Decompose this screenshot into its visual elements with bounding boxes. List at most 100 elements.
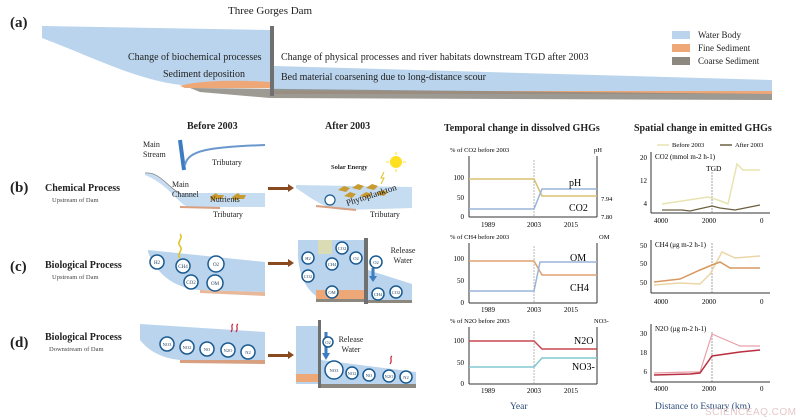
svg-text:7.94: 7.94 [601, 196, 613, 203]
svg-text:O2: O2 [373, 260, 379, 265]
panel-label-c: (c) [10, 259, 27, 275]
svg-text:NO: NO [204, 347, 211, 352]
svg-text:250: 250 [640, 242, 648, 250]
node-o2 [207, 255, 225, 273]
after-diagram-d: O2 NO3 NO2 NO N2O N2 [296, 320, 416, 388]
svg-text:4: 4 [644, 200, 648, 208]
svg-text:2000: 2000 [702, 385, 717, 392]
svg-text:After 2003: After 2003 [735, 142, 763, 149]
legend: Water Body Fine Sediment Coarse Sediment [672, 28, 759, 67]
panel-label-d: (d) [10, 335, 29, 351]
header-temporal: Temporal change in dissolved GHGs [444, 123, 600, 134]
svg-text:6: 6 [644, 368, 648, 376]
before-diagram-c: H2 CH4 O2 CO2 OM [148, 233, 265, 296]
svg-text:CH4: CH4 [570, 283, 589, 294]
svg-text:2015: 2015 [564, 387, 579, 393]
after-diagram-c: H2 CH4 CO2 CO2 O2 OM O2 CH4 CO2 [298, 238, 412, 304]
arrow-b [268, 187, 290, 190]
svg-text:2015: 2015 [564, 306, 579, 313]
svg-text:NO3: NO3 [163, 342, 172, 347]
chart-spatial-co2: CO2 (mmol m-2 h-1) 20 12 4 TGD 4000 2000… [640, 152, 770, 225]
svg-text:0: 0 [760, 385, 764, 392]
process-title-d: Biological Process [45, 332, 122, 343]
svg-text:4000: 4000 [654, 385, 669, 392]
label-tributary-bottom: Tributary [213, 210, 243, 219]
svg-text:50: 50 [457, 359, 465, 367]
dam-label: Three Gorges Dam [228, 5, 313, 17]
svg-text:CO2: CO2 [338, 246, 347, 251]
svg-text:OM: OM [599, 234, 610, 241]
chart-temporal-n2o: % of N2O before 2003 NO3- 0 50 100 N2O N… [450, 318, 609, 393]
legend-item-fine-sediment: Fine Sediment [672, 41, 759, 54]
label-nutrients: Nutrients [210, 195, 240, 204]
svg-text:150: 150 [640, 260, 648, 268]
svg-text:100: 100 [454, 174, 465, 182]
svg-text:2000: 2000 [702, 217, 717, 225]
coarse-sediment-swatch [672, 56, 690, 65]
svg-text:2003: 2003 [527, 387, 542, 393]
after-diagram-b [296, 152, 412, 211]
panel-label-b: (b) [10, 180, 29, 196]
svg-text:18: 18 [640, 349, 648, 357]
svg-text:100: 100 [454, 337, 465, 345]
svg-text:2000: 2000 [702, 298, 717, 306]
svg-text:30: 30 [640, 330, 648, 338]
svg-text:NO2: NO2 [183, 345, 192, 350]
svg-text:N2O: N2O [385, 374, 394, 379]
svg-text:NO3-: NO3- [572, 362, 595, 373]
water-swatch [672, 30, 690, 39]
svg-text:50: 50 [457, 277, 465, 285]
svg-text:20: 20 [640, 154, 648, 162]
svg-text:OM: OM [328, 290, 335, 295]
svg-text:pH: pH [569, 178, 581, 189]
process-subtitle-c: Upstream of Dam [52, 274, 99, 281]
chart-temporal-co2: % of CO2 before 2003 pH 0 50 100 7.94 7.… [450, 147, 613, 228]
co2-node [324, 194, 336, 206]
svg-text:NO: NO [366, 373, 373, 378]
svg-text:OM: OM [211, 282, 220, 287]
svg-text:% of N2O before 2003: % of N2O before 2003 [450, 318, 510, 325]
process-title-c: Biological Process [45, 260, 122, 271]
spatial-legend: Before 2003 After 2003 [657, 142, 763, 149]
dam-wall [270, 26, 274, 96]
svg-text:CO2: CO2 [569, 203, 588, 214]
svg-text:50: 50 [457, 194, 465, 202]
arrow-d [268, 354, 290, 357]
arrow-head-d [288, 351, 294, 359]
svg-text:0: 0 [461, 213, 465, 221]
before-diagram-d: NO3 NO2 NO N2O N2 [140, 323, 265, 364]
label-release-water-c: Release Water [390, 246, 416, 265]
svg-text:NO3: NO3 [330, 368, 339, 373]
downstream-text-1: Change of physical processes and river h… [281, 52, 589, 63]
svg-text:N2O: N2O [574, 336, 593, 347]
svg-text:CH4: CH4 [328, 262, 337, 267]
before-diagram-b [144, 139, 266, 209]
svg-text:100: 100 [454, 255, 465, 263]
svg-text:1989: 1989 [481, 387, 496, 393]
node-co2 [183, 274, 199, 290]
temporal-x-axis-title: Year [510, 402, 528, 412]
node-h2 [149, 254, 165, 270]
label-solar-energy: Solar Energy [331, 164, 368, 171]
svg-text:2003: 2003 [527, 221, 542, 228]
node-ch4 [175, 258, 191, 274]
svg-text:CH4: CH4 [374, 292, 383, 297]
spatial-x-axis-title: Distance to Estuary (km) [655, 402, 751, 412]
chart-spatial-n2o: N2O (μg m-2 h-1) 30 18 6 4000 2000 0 [640, 324, 770, 392]
svg-text:1989: 1989 [481, 306, 496, 313]
svg-text:0: 0 [760, 298, 764, 306]
sun-icon [390, 156, 402, 168]
arrow-head-c [288, 259, 294, 267]
upstream-text-1: Change of biochemical processes [128, 52, 262, 63]
svg-text:N2: N2 [245, 350, 251, 355]
header-before-2003: Before 2003 [187, 121, 238, 132]
svg-text:O2: O2 [213, 263, 220, 268]
upstream-text-2: Sediment deposition [163, 69, 245, 80]
label-tributary-top: Tributary [212, 158, 242, 167]
svg-text:CH4 (μg m-2 h-1): CH4 (μg m-2 h-1) [655, 241, 707, 249]
svg-text:2015: 2015 [564, 221, 579, 228]
svg-text:0: 0 [461, 299, 465, 307]
svg-text:H2: H2 [154, 261, 161, 266]
svg-text:O2: O2 [353, 256, 359, 261]
svg-text:Before 2003: Before 2003 [672, 142, 704, 149]
